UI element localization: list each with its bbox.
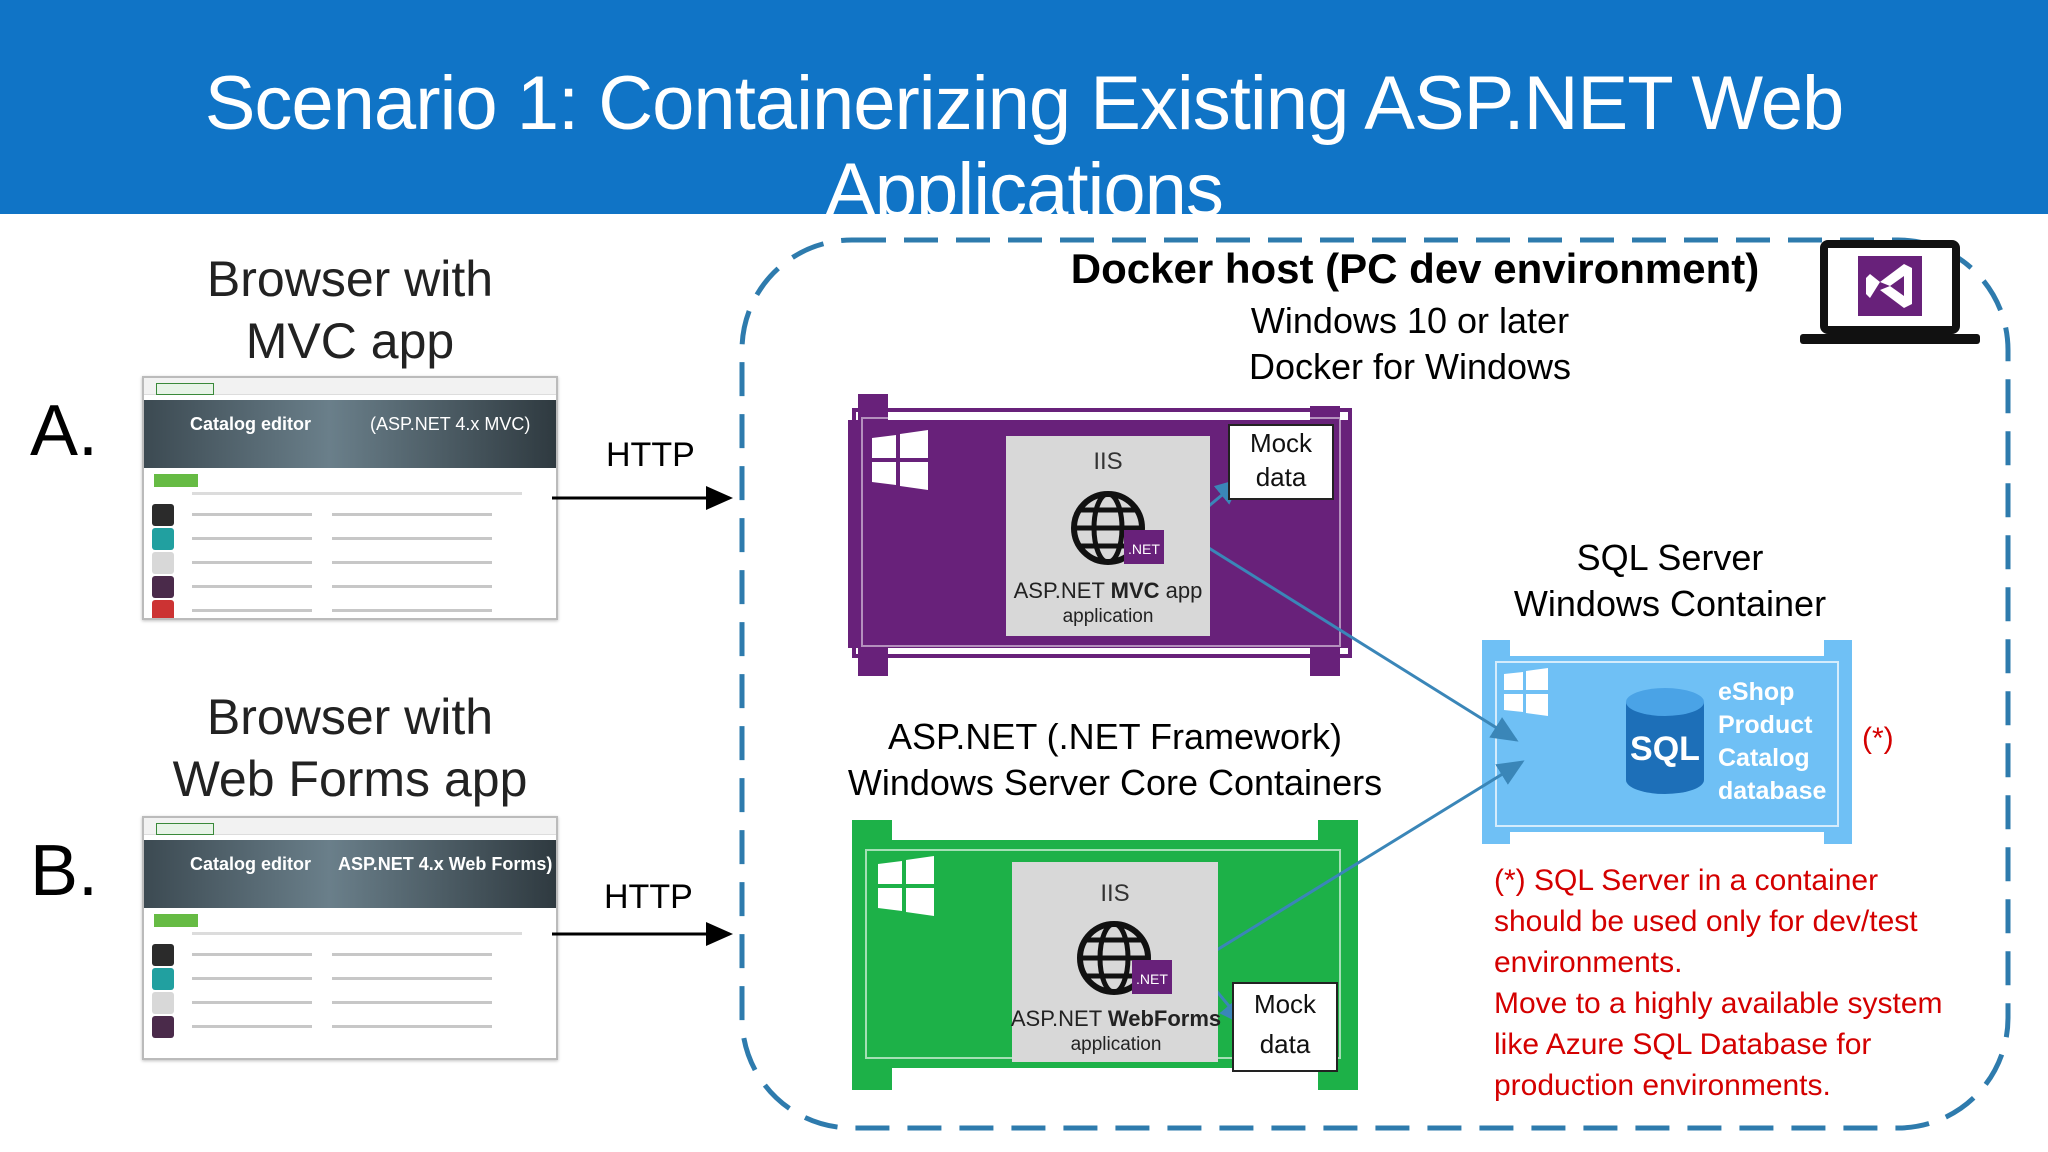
webforms-app-screenshot: Catalog editor ASP.NET 4.x Web Forms) [142, 816, 558, 1060]
table-row [152, 944, 539, 966]
http-label-b: HTTP [604, 878, 693, 916]
browser-webforms-title-line2: Web Forms app [172, 751, 528, 807]
webforms-iis-box [1012, 862, 1218, 1062]
note-line: environments. [1494, 946, 1683, 979]
thumb-banner [144, 400, 556, 468]
eshop-database-label: eShop Product Catalog database [1718, 676, 1826, 808]
browser-webforms-title: Browser with Web Forms app [160, 686, 540, 810]
thumb-topbar [144, 378, 556, 395]
eshop-logo [156, 823, 214, 835]
table-row [152, 968, 539, 990]
http-label-a: HTTP [606, 436, 695, 474]
eshop-line4: database [1718, 777, 1827, 805]
note-line: should be used only for dev/test [1494, 905, 1918, 938]
scenario-a-letter: A. [30, 391, 99, 471]
eshop-line3: Catalog [1718, 744, 1810, 772]
mvc-mock-line1: Mock [1249, 428, 1313, 458]
database-cylinder-icon [1626, 688, 1704, 794]
table-row [152, 552, 539, 574]
note-line: (*) SQL Server in a container [1494, 864, 1879, 897]
thumb-banner [144, 840, 556, 908]
sql-server-title-line1: SQL Server [1576, 537, 1764, 578]
webforms-iis-label: IIS [1100, 880, 1130, 907]
aspnet-containers-line1: ASP.NET (.NET Framework) [887, 716, 1343, 757]
mvc-app-screenshot: Catalog editor (ASP.NET 4.x MVC) [142, 376, 558, 620]
sql-container-note: (*) SQL Server in a container should be … [1494, 860, 1994, 1106]
webforms-app-prefix: ASP.NET [1010, 1006, 1108, 1031]
mvc-to-sql-arrow [1179, 528, 1519, 742]
table-row [152, 1016, 539, 1038]
note-line: Move to a highly available system [1494, 987, 1943, 1020]
sql-server-title-line2: Windows Container [1513, 583, 1827, 624]
thumb-header-row [152, 930, 539, 952]
thumb-topbar [144, 818, 556, 835]
windows-logo-icon [1504, 668, 1548, 716]
globe-icon [1071, 491, 1145, 565]
mvc-app-bold: MVC [1110, 578, 1160, 603]
docker-host-subtitle-line1: Windows 10 or later [1250, 300, 1570, 341]
table-row [152, 576, 539, 598]
mvc-iis-box [1006, 436, 1210, 636]
windows-logo-icon [878, 856, 934, 916]
note-line: like Azure SQL Database for [1494, 1028, 1872, 1061]
mvc-app-label: ASP.NET MVC app application [1006, 578, 1210, 630]
note-line: production environments. [1494, 1069, 1831, 1102]
net-badge: .NET [1132, 960, 1172, 994]
webforms-to-sql-arrow [1193, 760, 1525, 966]
webforms-app-label: ASP.NET WebForms application [1006, 1006, 1226, 1058]
sql-footnote-marker: (*) [1862, 722, 1894, 755]
docker-host-border [739, 237, 2011, 1131]
mvc-mock-line2: data [1255, 462, 1307, 492]
mvc-app-suffix: app [1159, 578, 1203, 603]
mvc-app-line2: application [1062, 606, 1154, 627]
visual-studio-laptop-icon [1800, 240, 1980, 344]
webforms-mock-data: Mock data [1232, 982, 1338, 1072]
scenario-b-letter: B. [30, 831, 99, 911]
webforms-mock-line2: data [1259, 1029, 1311, 1059]
eshop-line1: eShop [1718, 678, 1795, 706]
mvc-iis-label: IIS [1093, 448, 1123, 475]
table-row [152, 528, 539, 550]
table-row [152, 992, 539, 1014]
eshop-logo [156, 383, 214, 395]
thumb-framework-label: ASP.NET 4.x Web Forms) [338, 854, 553, 874]
browser-mvc-title-line2: MVC app [245, 313, 455, 369]
thumb-catalog-label: Catalog editor [190, 414, 312, 434]
thumb-create-button [154, 474, 198, 487]
thumb-catalog-label: Catalog editor [190, 854, 312, 874]
browser-mvc-title: Browser with MVC app [180, 248, 520, 372]
sql-label: SQL [1630, 730, 1700, 768]
webforms-mock-line1: Mock [1253, 989, 1317, 1019]
windows-logo-icon [872, 430, 928, 490]
docker-host-subtitle-line2: Docker for Windows [1248, 346, 1572, 387]
thumb-framework-label: (ASP.NET 4.x MVC) [370, 414, 531, 434]
net-badge: .NET [1124, 530, 1164, 564]
docker-host-title: Docker host (PC dev environment) [1070, 245, 1760, 292]
table-row [152, 504, 539, 526]
thumb-create-button [154, 914, 198, 927]
aspnet-containers-line2: Windows Server Core Containers [847, 762, 1383, 803]
thumb-header-row [152, 490, 539, 512]
webforms-app-line2: application [1070, 1034, 1162, 1055]
title-banner [0, 0, 2048, 214]
browser-mvc-title-line1: Browser with [206, 251, 494, 307]
mvc-mock-data: Mock data [1228, 424, 1334, 500]
webforms-app-bold: WebForms [1107, 1006, 1222, 1031]
slide-title: Scenario 1: Containerizing Existing ASP.… [204, 61, 1845, 233]
mvc-app-prefix: ASP.NET [1013, 578, 1111, 603]
aspnet-containers-label: ASP.NET (.NET Framework) Windows Server … [800, 714, 1430, 806]
sql-server-title: SQL Server Windows Container [1470, 535, 1870, 627]
eshop-line2: Product [1718, 711, 1813, 739]
docker-host-subtitle: Windows 10 or later Docker for Windows [1110, 298, 1710, 390]
table-row [152, 600, 539, 618]
browser-webforms-title-line1: Browser with [206, 689, 494, 745]
